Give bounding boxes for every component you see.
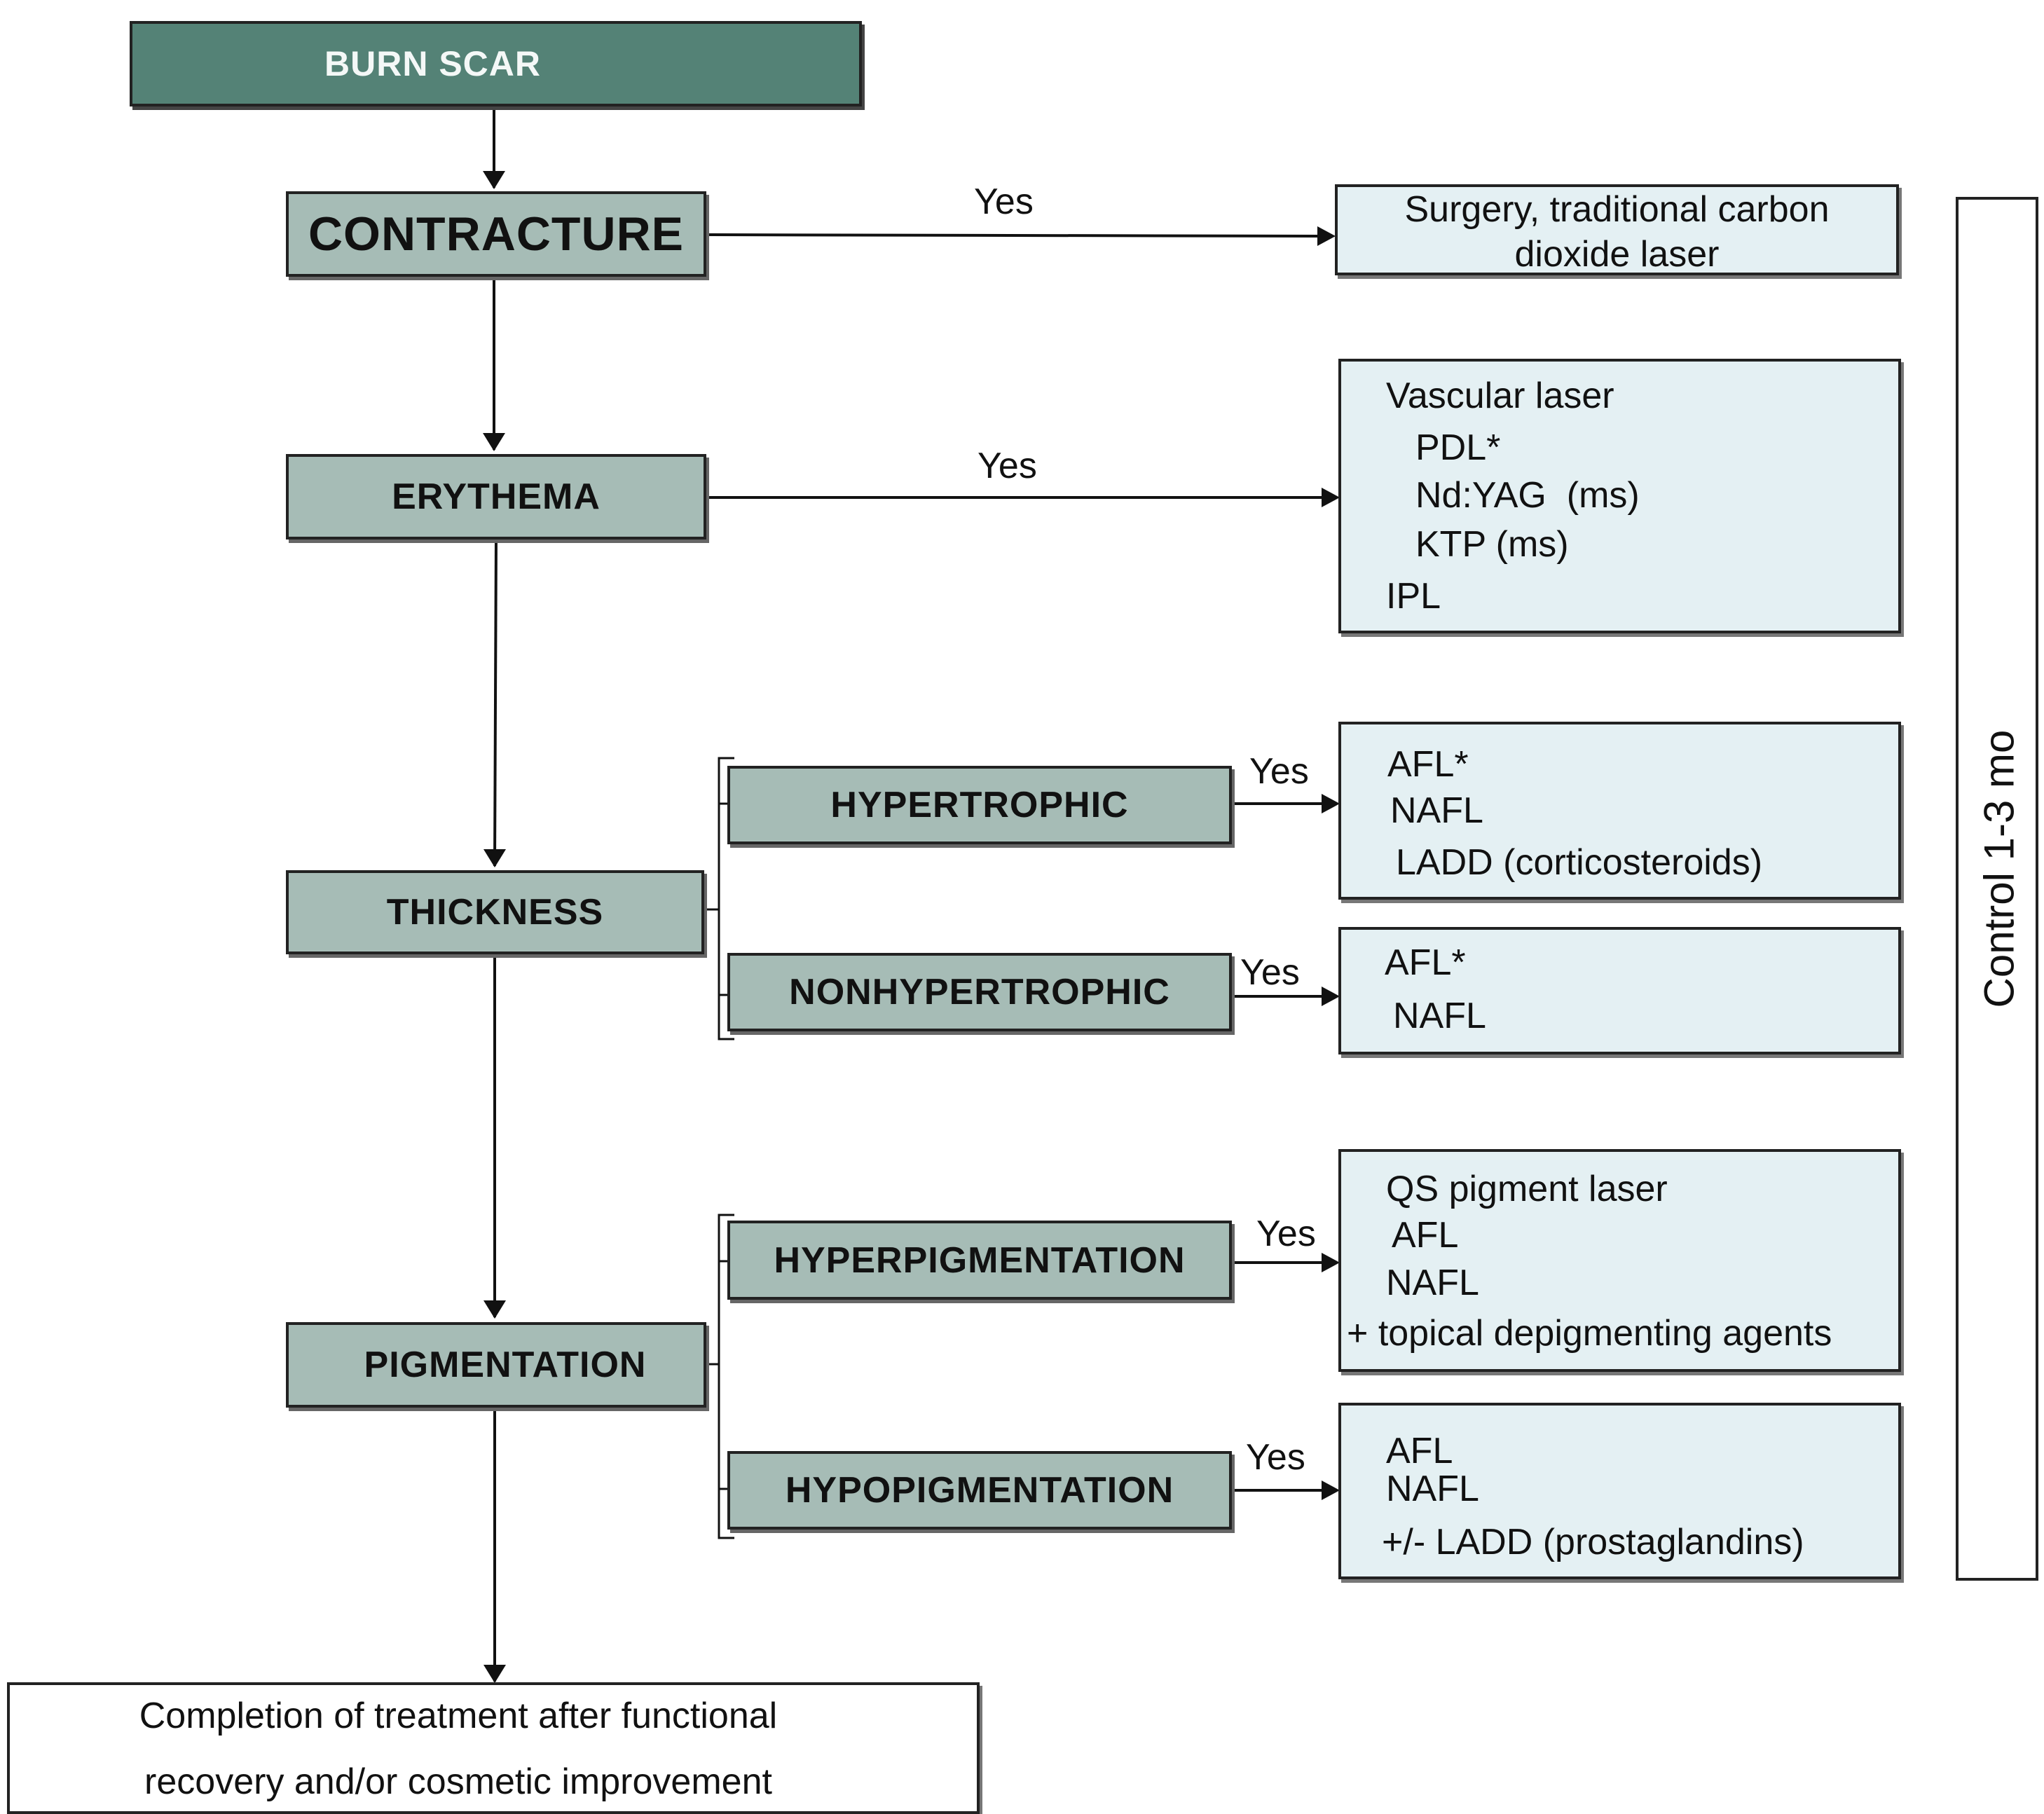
hypertrophic-label: HYPERTROPHIC [830, 785, 1129, 825]
arrowhead [483, 1665, 506, 1683]
treatment-line: Surgery, traditional carbon [1404, 189, 1830, 230]
hypopigmentation-label: HYPOPIGMENTATION [785, 1470, 1174, 1511]
treatment-line: dioxide laser [1514, 234, 1720, 275]
erythema-treatment-box: Vascular laser PDL* Nd:YAG (ms) KTP (ms)… [1338, 359, 1901, 633]
treatment-line: IPL [1386, 576, 1441, 617]
control-label: Control 1-3 mo [1975, 729, 2023, 1008]
yes-label-erythema: Yes [978, 446, 1037, 486]
treatment-line: Vascular laser [1386, 376, 1614, 416]
treatment-line: AFL [1392, 1215, 1459, 1256]
contracture-label: CONTRACTURE [308, 207, 685, 261]
hypopigmentation-node: HYPOPIGMENTATION [727, 1451, 1232, 1530]
hyperpigmentation-treatment-box: QS pigment laser AFL NAFL + topical depi… [1338, 1149, 1901, 1372]
arrowhead [1322, 794, 1340, 813]
arrowhead [483, 171, 505, 189]
burn-scar-label: BURN SCAR [324, 44, 541, 83]
arrowhead [483, 849, 506, 867]
treatment-line: Nd:YAG (ms) [1415, 475, 1640, 516]
yes-label-hypertrophic: Yes [1249, 751, 1309, 792]
pigmentation-label: PIGMENTATION [364, 1345, 647, 1385]
thickness-node: THICKNESS [286, 870, 704, 954]
burn-scar-node: BURN SCAR [130, 21, 862, 106]
treatment-line: PDL* [1415, 427, 1501, 468]
contracture-node: CONTRACTURE [286, 191, 706, 277]
treatment-line: + topical depigmenting agents [1347, 1313, 1832, 1354]
treatment-line: KTP (ms) [1415, 524, 1569, 565]
nonhypertrophic-treatment-box: AFL* NAFL [1338, 927, 1901, 1054]
contracture-treatment-text: Surgery, traditional carbon dioxide lase… [1338, 187, 1896, 277]
arrowhead [1317, 226, 1336, 246]
hypopigmentation-treatment-box: AFL NAFL +/- LADD (prostaglandins) [1338, 1403, 1901, 1579]
erythema-label: ERYTHEMA [392, 476, 601, 517]
treatment-line: LADD (corticosteroids) [1396, 842, 1763, 883]
hypertrophic-treatment-box: AFL* NAFL LADD (corticosteroids) [1338, 722, 1901, 900]
treatment-line: +/- LADD (prostaglandins) [1382, 1522, 1804, 1562]
arrowhead [483, 433, 505, 451]
yes-label-hypopigmentation: Yes [1246, 1437, 1305, 1478]
arrowhead [1322, 987, 1340, 1006]
arrow-contracture-yes [704, 233, 1318, 238]
hyperpigmentation-label: HYPERPIGMENTATION [774, 1239, 1186, 1281]
treatment-line: AFL* [1387, 744, 1469, 785]
treatment-line: NAFL [1386, 1469, 1479, 1509]
treatment-line: NAFL [1393, 996, 1486, 1036]
treatment-line: NAFL [1390, 790, 1483, 831]
arrowhead [1322, 488, 1340, 507]
arrowhead [1322, 1253, 1340, 1272]
pigmentation-bracket [718, 1214, 734, 1539]
treatment-line: AFL [1386, 1431, 1453, 1471]
completion-line: Completion of treatment after functional [139, 1696, 778, 1736]
pigmentation-node: PIGMENTATION [286, 1322, 706, 1408]
treatment-line: QS pigment laser [1386, 1169, 1668, 1209]
completion-line: recovery and/or cosmetic improvement [144, 1761, 772, 1802]
hyperpigmentation-node: HYPERPIGMENTATION [727, 1221, 1232, 1300]
arrowhead [1322, 1480, 1340, 1500]
thickness-label: THICKNESS [386, 892, 604, 933]
yes-label-nonhypertrophic: Yes [1240, 952, 1300, 993]
arrow-erythema-to-thickness [493, 537, 498, 867]
nonhypertrophic-node: NONHYPERTROPHIC [727, 953, 1232, 1031]
arrowhead [483, 1300, 506, 1319]
erythema-node: ERYTHEMA [286, 454, 706, 540]
nonhypertrophic-label: NONHYPERTROPHIC [789, 972, 1170, 1012]
contracture-treatment-box: Surgery, traditional carbon dioxide lase… [1335, 184, 1899, 275]
hypertrophic-node: HYPERTROPHIC [727, 766, 1232, 844]
completion-box: Completion of treatment after functional… [7, 1682, 980, 1814]
yes-label-contracture: Yes [974, 181, 1034, 222]
treatment-line: AFL* [1385, 942, 1466, 983]
control-bar: Control 1-3 mo [1956, 197, 2038, 1581]
yes-label-hyperpigmentation: Yes [1256, 1214, 1316, 1254]
treatment-line: NAFL [1386, 1263, 1479, 1303]
thickness-bracket [718, 757, 734, 1040]
